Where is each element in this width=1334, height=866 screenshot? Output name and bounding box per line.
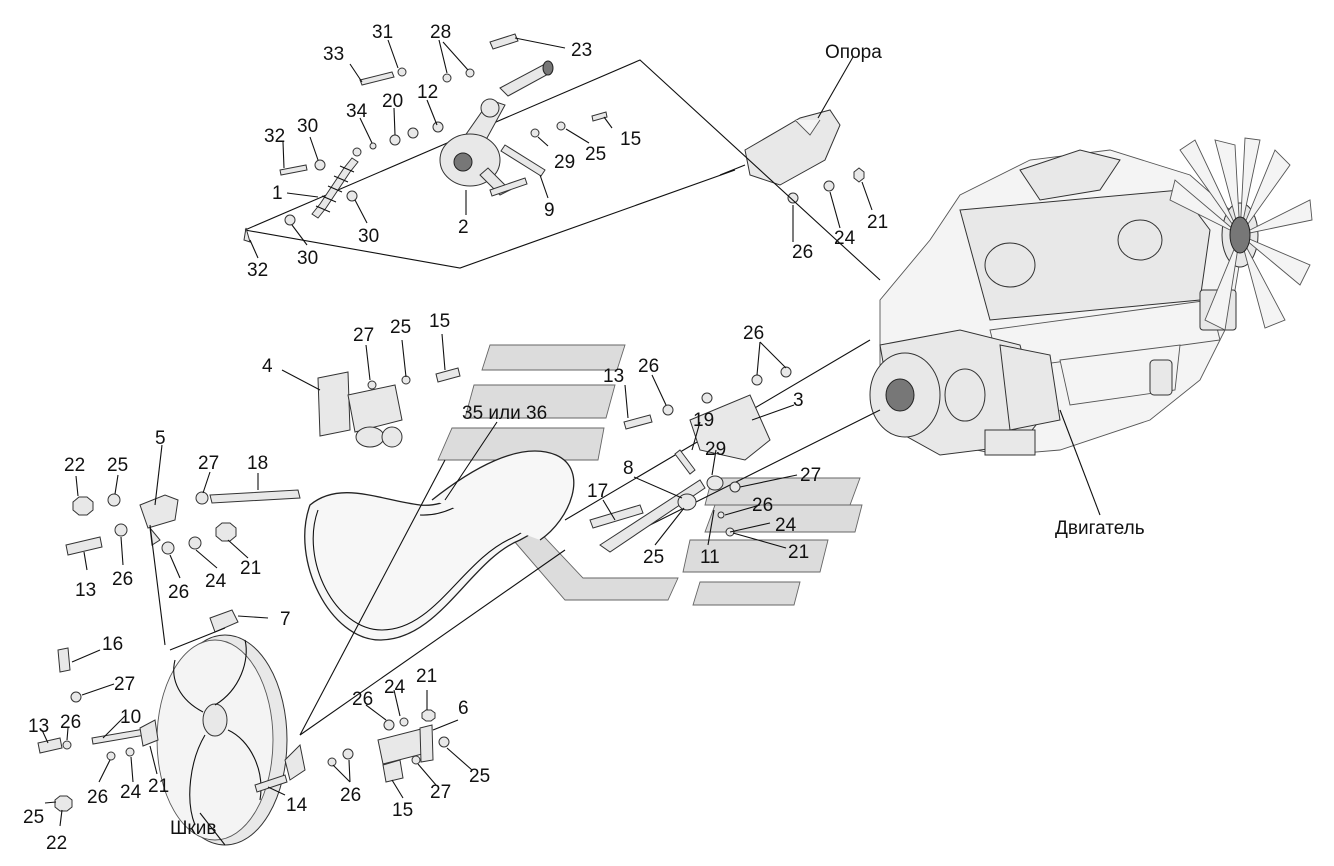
callout-11: 11	[700, 547, 720, 568]
callout-32-bot: 32	[247, 260, 268, 281]
callout-26-top-right: 26	[743, 323, 764, 344]
callout-13-low: 13	[28, 716, 49, 737]
callout-13-mid: 13	[603, 366, 624, 387]
callout-27-mid: 27	[800, 465, 821, 486]
label-belt: 35 или 36	[462, 403, 547, 424]
callout-30-top: 30	[297, 116, 318, 137]
lower-left-fasteners	[37, 647, 159, 812]
callout-24-low: 24	[120, 782, 142, 803]
callout-1: 1	[272, 183, 283, 204]
callout-21-mid: 21	[788, 542, 809, 563]
callout-labels: Опора Двигатель Шкив 35 или 36 31 28 23 …	[23, 22, 1145, 854]
callout-26-b6a: 26	[340, 785, 361, 806]
callout-2: 2	[458, 217, 469, 238]
callout-25-b4: 25	[390, 317, 411, 338]
callout-22-low: 22	[46, 833, 67, 854]
callout-27-b4: 27	[353, 325, 374, 346]
engine-illustration	[869, 137, 1313, 456]
callout-32-top: 32	[264, 126, 285, 147]
support-bracket	[719, 109, 865, 204]
callout-25-b5: 25	[107, 455, 128, 476]
callout-21-b5: 21	[240, 558, 261, 579]
fan-illustration	[1169, 137, 1313, 331]
callout-21-low: 21	[148, 776, 169, 797]
callout-24-b6: 24	[384, 677, 406, 698]
label-opora: Опора	[825, 42, 882, 63]
callout-30-mid: 30	[358, 226, 379, 247]
callout-7: 7	[280, 609, 291, 630]
callout-17: 17	[587, 481, 608, 502]
callout-16: 16	[102, 634, 123, 655]
callout-25-mid: 25	[643, 547, 664, 568]
callout-9: 9	[544, 200, 555, 221]
callout-26-low-a: 26	[60, 712, 81, 733]
callout-26-opora: 26	[792, 242, 813, 263]
callout-34: 34	[346, 101, 368, 122]
callout-23: 23	[571, 40, 592, 61]
idler-group	[564, 339, 881, 553]
callout-15-b6: 15	[392, 800, 413, 821]
callout-19: 19	[693, 410, 714, 431]
callout-25-top: 25	[585, 144, 606, 165]
callout-26-low-b: 26	[87, 787, 108, 808]
callout-10: 10	[120, 707, 141, 728]
callout-21-b6: 21	[416, 666, 437, 687]
callout-5: 5	[155, 428, 166, 449]
callout-25-b6: 25	[469, 766, 490, 787]
callout-14: 14	[286, 795, 308, 816]
tensioner-group	[243, 33, 881, 281]
callout-26-mid2: 26	[752, 495, 773, 516]
label-shkiv: Шкив	[170, 818, 216, 839]
callout-8: 8	[623, 458, 634, 479]
callout-31: 31	[372, 22, 393, 43]
callout-12: 12	[417, 82, 438, 103]
callout-15-b4: 15	[429, 311, 450, 332]
callout-33: 33	[323, 44, 344, 65]
callout-27-low: 27	[114, 674, 135, 695]
pulley	[156, 609, 306, 846]
callout-24-mid: 24	[775, 515, 797, 536]
callout-13-b5: 13	[75, 580, 96, 601]
bracket-6-group	[299, 459, 566, 783]
callout-21-opora: 21	[867, 212, 888, 233]
callout-3: 3	[793, 390, 804, 411]
callout-22-b5: 22	[64, 455, 85, 476]
callout-4: 4	[262, 356, 273, 377]
callout-27-b6: 27	[430, 782, 451, 803]
leader-lines	[41, 37, 1101, 846]
belt-35-36	[304, 450, 575, 641]
callout-20: 20	[382, 91, 403, 112]
callout-24-b5: 24	[205, 571, 227, 592]
callout-30-bot: 30	[297, 248, 318, 269]
callout-29-mid: 29	[705, 439, 726, 460]
callout-24-opora: 24	[834, 228, 856, 249]
callout-15-top: 15	[620, 129, 641, 150]
bracket-4	[317, 367, 461, 448]
callout-6: 6	[458, 698, 469, 719]
callout-25-low: 25	[23, 807, 44, 828]
callout-29-top: 29	[554, 152, 575, 173]
bracket-5-group	[65, 489, 301, 646]
callout-27-b5: 27	[198, 453, 219, 474]
callout-26-b6b: 26	[352, 689, 373, 710]
callout-26-b5b: 26	[168, 582, 189, 603]
callout-18: 18	[247, 453, 268, 474]
callout-28: 28	[430, 22, 451, 43]
callout-26-mid: 26	[638, 356, 659, 377]
callout-26-b5a: 26	[112, 569, 133, 590]
label-dvigatel: Двигатель	[1055, 518, 1145, 539]
